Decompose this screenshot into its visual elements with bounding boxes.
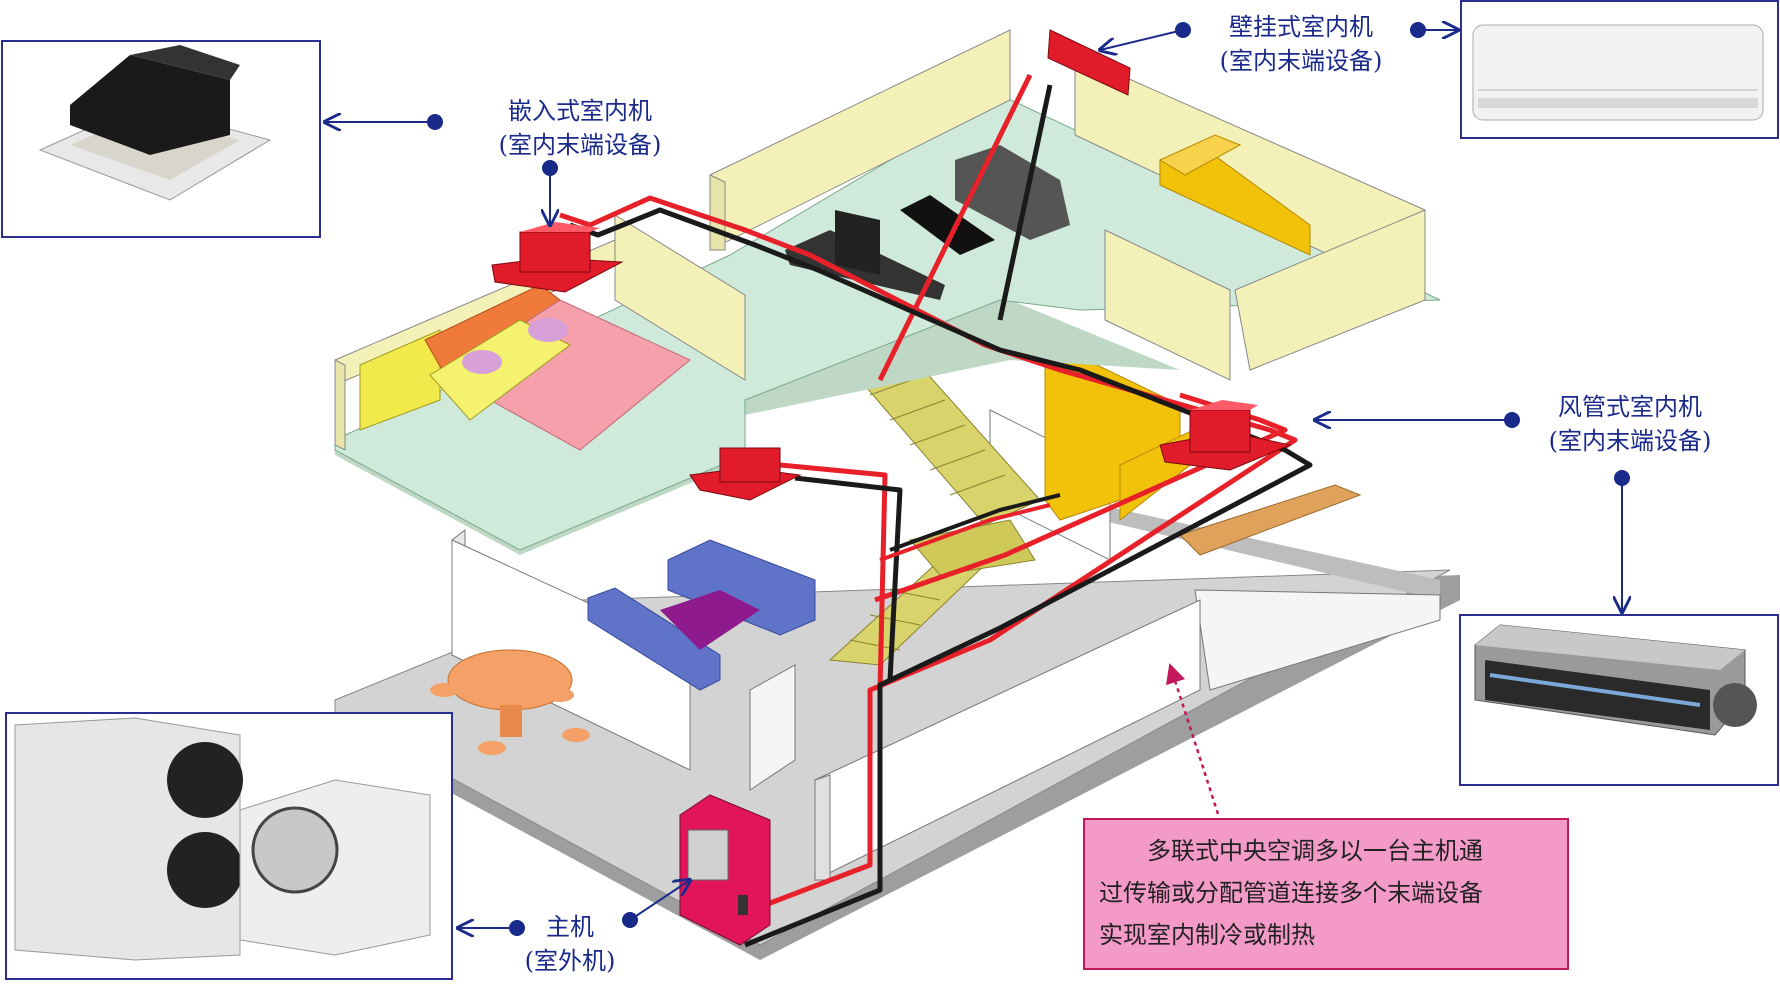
cassette-unit-lower	[689, 447, 802, 501]
cassette-photo	[38, 45, 272, 201]
refrigerant-pipes	[559, 73, 1313, 948]
duct-unit-subtitle: (室内末端设备)	[1548, 427, 1712, 455]
cassette-unit-label: 嵌入式室内机 (室内末端设备)	[480, 94, 680, 162]
cassette-unit-title: 嵌入式室内机	[508, 97, 652, 125]
duct-unit-indoor	[1159, 400, 1292, 471]
lower-furniture	[430, 339, 1362, 755]
note-line-1: 多联式中央空调多以一台主机通	[1147, 837, 1483, 865]
duct-unit-title: 风管式室内机	[1558, 393, 1702, 421]
wall-unit-label: 壁挂式室内机 (室内末端设备)	[1196, 10, 1406, 78]
pipe-liquid-red	[559, 73, 1298, 908]
cassette-unit-upper	[491, 222, 624, 293]
outdoor-unit-photo	[14, 717, 431, 961]
label-arrows	[325, 23, 1629, 935]
pipe-gas-black	[569, 84, 1313, 948]
note-line-3: 实现室内制冷或制热	[1099, 921, 1315, 949]
outdoor-unit-title: 主机	[546, 913, 594, 941]
duct-unit-photo	[1474, 624, 1757, 736]
duct-unit-label: 风管式室内机 (室内末端设备)	[1525, 390, 1735, 458]
description-note: 多联式中央空调多以一台主机通 过传输或分配管道连接多个末端设备 实现室内制冷或制…	[1083, 818, 1569, 970]
outdoor-unit-model	[679, 794, 771, 946]
outdoor-unit-subtitle: (室外机)	[524, 947, 616, 975]
wall-unit-title: 壁挂式室内机	[1229, 13, 1373, 41]
note-pointer	[1166, 663, 1220, 815]
cassette-unit-subtitle: (室内末端设备)	[498, 131, 662, 159]
note-line-2: 过传输或分配管道连接多个末端设备	[1099, 879, 1483, 907]
upper-floor	[334, 29, 1441, 555]
outdoor-unit-label: 主机 (室外机)	[510, 910, 630, 978]
wall-unit-photo	[1472, 24, 1764, 121]
wall-unit-subtitle: (室内末端设备)	[1219, 47, 1383, 75]
